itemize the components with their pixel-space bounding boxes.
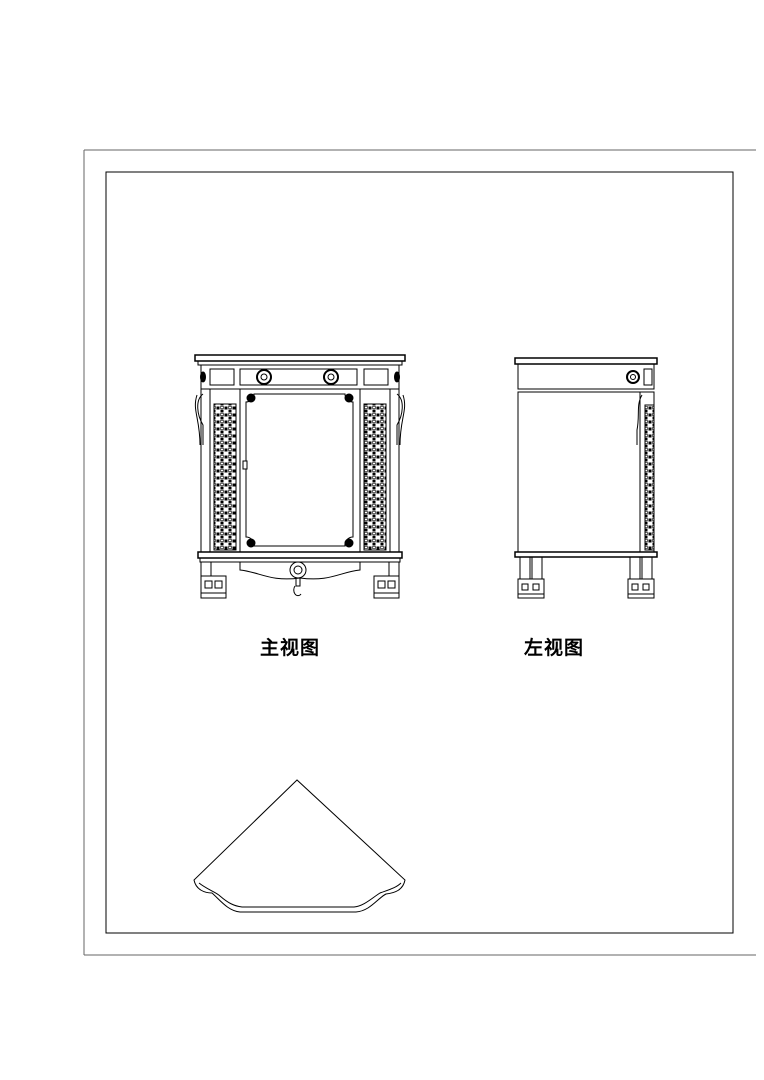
sheet-inner-frame: [105, 171, 734, 934]
side-view-label: 左视图: [524, 637, 585, 659]
sheet-outer-frame: [83, 149, 756, 956]
front-view-drawing: [194, 354, 406, 599]
top-view-drawing: [193, 779, 406, 913]
side-view-drawing: [514, 357, 658, 599]
front-view-label: 主视图: [260, 637, 321, 659]
